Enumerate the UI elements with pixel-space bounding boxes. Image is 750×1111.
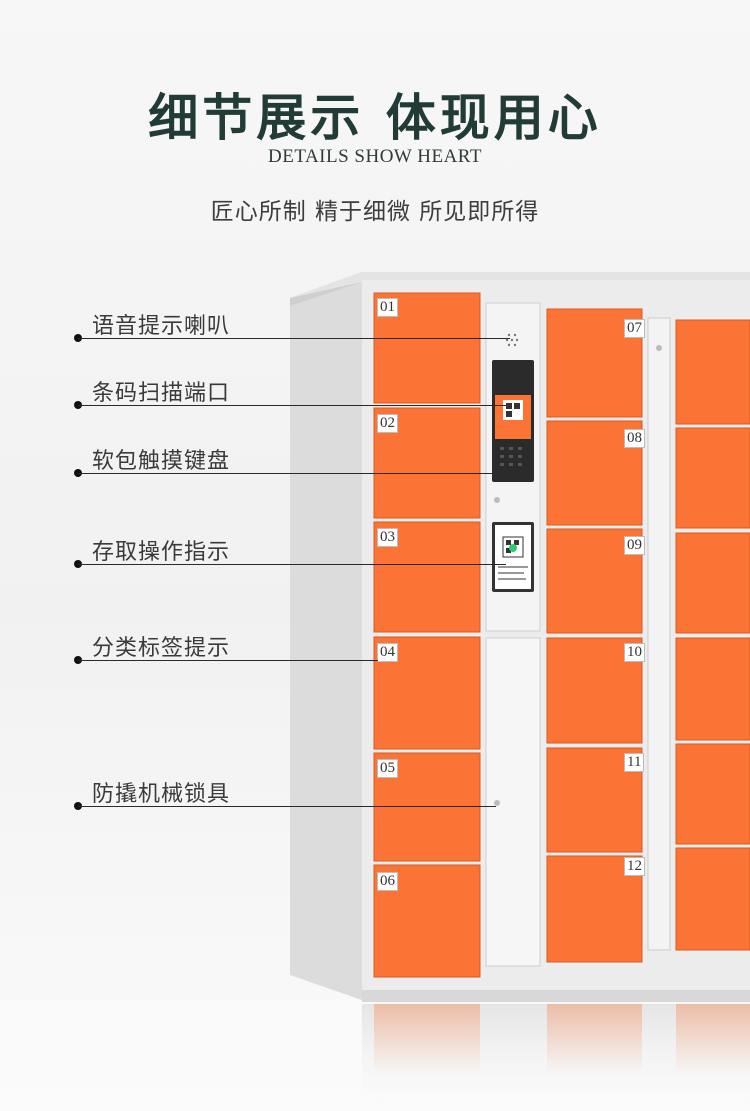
callout-line xyxy=(78,806,496,807)
door-number-09: 09 xyxy=(624,536,645,555)
callout-line xyxy=(78,405,506,406)
door-number-01: 01 xyxy=(377,298,398,317)
door-number-12: 12 xyxy=(624,857,645,876)
page-tagline: 匠心所制 精于细微 所见即所得 xyxy=(210,199,540,225)
callout-line xyxy=(78,338,510,339)
callout-label: 语音提示喇叭 xyxy=(92,314,231,339)
callout-label: 存取操作指示 xyxy=(92,540,231,565)
callout-label: 软包触摸键盘 xyxy=(92,449,231,474)
door-number-10: 10 xyxy=(624,643,645,662)
page-title: 细节展示 体现用心 xyxy=(148,88,602,147)
door-number-07: 07 xyxy=(624,319,645,338)
speaker-grille xyxy=(505,333,519,347)
door-number-08: 08 xyxy=(624,429,645,448)
callout-label: 分类标签提示 xyxy=(92,636,231,661)
door-number-05: 05 xyxy=(377,759,398,778)
door-number-03: 03 xyxy=(377,528,398,547)
callout-line xyxy=(78,473,506,474)
door-number-06: 06 xyxy=(377,872,398,891)
page-subtitle: DETAILS SHOW HEART xyxy=(268,146,482,167)
door-number-11: 11 xyxy=(624,753,645,772)
callout-line xyxy=(78,564,506,565)
callout-label: 条码扫描端口 xyxy=(92,381,231,406)
callout-line xyxy=(78,660,378,661)
door-number-04: 04 xyxy=(377,643,398,662)
door-column-right xyxy=(675,319,750,951)
door-number-02: 02 xyxy=(377,414,398,433)
callout-label: 防撬机械锁具 xyxy=(92,782,231,807)
